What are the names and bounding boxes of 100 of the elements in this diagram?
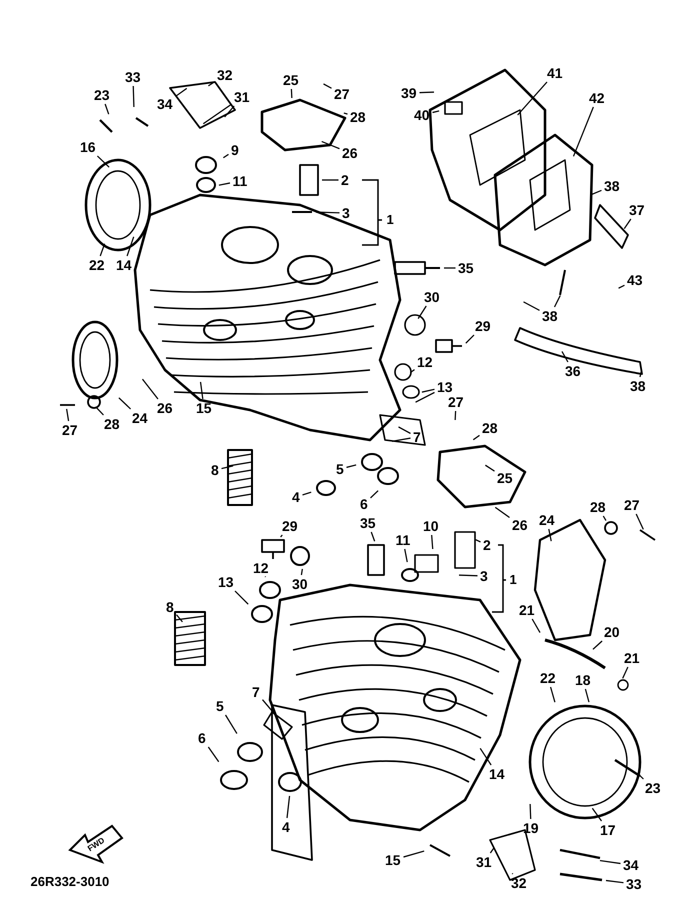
callout-number: 10 bbox=[422, 518, 440, 534]
leader-line bbox=[290, 88, 292, 98]
callout-number: 18 bbox=[574, 672, 592, 688]
callout-number: 26 bbox=[156, 400, 174, 416]
leader-line bbox=[415, 392, 435, 403]
leader-line bbox=[480, 748, 492, 766]
callout-number: 3 bbox=[479, 568, 489, 584]
callout-number: 20 bbox=[603, 624, 621, 640]
callout-number: 23 bbox=[93, 88, 111, 102]
callout-number: 38 bbox=[541, 308, 559, 324]
leader-line bbox=[132, 86, 134, 108]
callout-number: 1 bbox=[386, 213, 394, 227]
leader-line bbox=[523, 301, 540, 311]
callout-number: 29 bbox=[281, 518, 299, 534]
callout-number: 27 bbox=[623, 498, 641, 512]
leader-line bbox=[224, 106, 235, 118]
leader-line bbox=[302, 492, 312, 496]
leader-line bbox=[392, 438, 411, 442]
callout-number: 22 bbox=[539, 670, 557, 686]
leader-line bbox=[218, 182, 230, 186]
leader-line bbox=[622, 666, 628, 679]
leader-line bbox=[550, 686, 556, 702]
leader-line bbox=[606, 880, 624, 884]
leader-line bbox=[454, 410, 456, 420]
callout-number: 6 bbox=[359, 496, 369, 512]
leader-line bbox=[432, 110, 440, 114]
callout-number: 25 bbox=[496, 470, 514, 486]
callout-number: 25 bbox=[282, 72, 300, 88]
callout-number: 27 bbox=[447, 394, 465, 410]
leader-line bbox=[280, 534, 283, 538]
leader-line bbox=[208, 81, 215, 86]
leader-line bbox=[618, 284, 625, 289]
callout-number: 29 bbox=[474, 318, 492, 334]
leader-line bbox=[221, 465, 234, 470]
callout-number: 1 bbox=[510, 573, 517, 587]
callout-number: 40 bbox=[413, 108, 431, 122]
leader-line bbox=[118, 397, 132, 410]
leader-line bbox=[431, 534, 434, 550]
callout-number: 35 bbox=[457, 260, 475, 276]
leader-line bbox=[316, 212, 340, 214]
callout-number: 13 bbox=[217, 574, 235, 590]
leader-line bbox=[475, 539, 481, 542]
leader-line bbox=[66, 408, 70, 422]
leader-line bbox=[370, 490, 378, 498]
leader-line bbox=[494, 506, 510, 518]
callout-number: 37 bbox=[628, 202, 646, 218]
leader-line bbox=[512, 872, 514, 874]
callout-number: 43 bbox=[626, 272, 644, 288]
leader-line bbox=[490, 848, 494, 854]
leader-line bbox=[200, 382, 204, 400]
leader-line bbox=[142, 378, 158, 400]
callout-number: 5 bbox=[215, 698, 225, 714]
callout-number: 7 bbox=[412, 430, 422, 444]
callout-number: 15 bbox=[195, 400, 213, 416]
leader-line bbox=[126, 236, 134, 256]
callout-number: 11 bbox=[232, 174, 248, 188]
leader-line bbox=[398, 426, 411, 434]
callout-number: 7 bbox=[251, 684, 261, 700]
part-code: 26R332-3010 bbox=[30, 875, 110, 889]
callout-number: 28 bbox=[589, 500, 607, 514]
callout-number: 21 bbox=[623, 650, 641, 666]
callout-number: 14 bbox=[115, 258, 133, 272]
callout-number: 8 bbox=[165, 600, 175, 614]
callout-number: 24 bbox=[538, 512, 556, 528]
callout-number: 33 bbox=[124, 70, 142, 84]
callout-number: 5 bbox=[335, 462, 345, 476]
callout-number: 16 bbox=[79, 140, 97, 154]
leader-line bbox=[223, 154, 229, 158]
callout-number: 31 bbox=[475, 854, 493, 870]
leader-line bbox=[100, 244, 106, 256]
leader-line bbox=[225, 714, 238, 734]
leader-line bbox=[554, 295, 561, 308]
leader-line bbox=[300, 568, 303, 576]
leader-line bbox=[104, 104, 110, 114]
leader-line bbox=[602, 516, 606, 521]
leader-line bbox=[346, 464, 356, 468]
callout-number: 12 bbox=[416, 354, 434, 370]
leader-line bbox=[636, 514, 644, 530]
callout-number: 27 bbox=[61, 422, 79, 438]
callout-number: 33 bbox=[625, 876, 643, 892]
callout-number: 32 bbox=[216, 68, 234, 82]
callout-number: 26 bbox=[511, 518, 529, 532]
callout-number: 23 bbox=[644, 780, 662, 796]
callout-number: 15 bbox=[384, 852, 402, 868]
leader-line bbox=[638, 774, 644, 780]
callout-number: 14 bbox=[488, 766, 506, 782]
callout-number: 27 bbox=[333, 86, 351, 102]
leader-line bbox=[584, 688, 590, 702]
callout-number: 3 bbox=[341, 206, 351, 220]
callout-number: 34 bbox=[622, 858, 640, 872]
callout-number: 24 bbox=[131, 410, 149, 426]
leader-line bbox=[344, 112, 348, 115]
leader-line bbox=[530, 804, 532, 820]
leader-line bbox=[600, 860, 621, 864]
leader-line bbox=[517, 82, 548, 116]
leader-line bbox=[444, 267, 456, 269]
leader-line bbox=[404, 548, 408, 562]
leader-line bbox=[370, 532, 376, 542]
leader-line bbox=[96, 408, 104, 416]
callout-number: 13 bbox=[436, 380, 454, 394]
